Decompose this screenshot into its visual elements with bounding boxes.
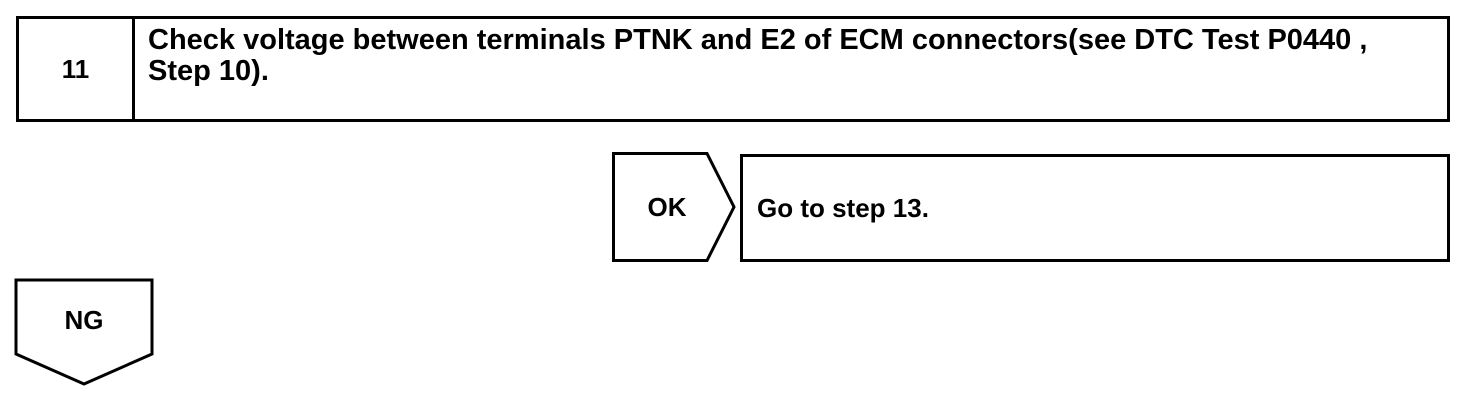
ng-arrow-shape — [14, 278, 154, 386]
step-instruction: Check voltage between terminals PTNK and… — [148, 24, 1368, 87]
ok-result-text: Go to step 13. — [757, 192, 929, 223]
step-box: 11 Check voltage between terminals PTNK … — [16, 16, 1450, 122]
ng-label: NG — [64, 304, 104, 335]
ok-label: OK — [647, 191, 687, 222]
ok-result-box: Go to step 13. — [740, 154, 1450, 262]
ok-arrow-shape — [612, 152, 736, 262]
step-number: 11 — [19, 19, 135, 119]
